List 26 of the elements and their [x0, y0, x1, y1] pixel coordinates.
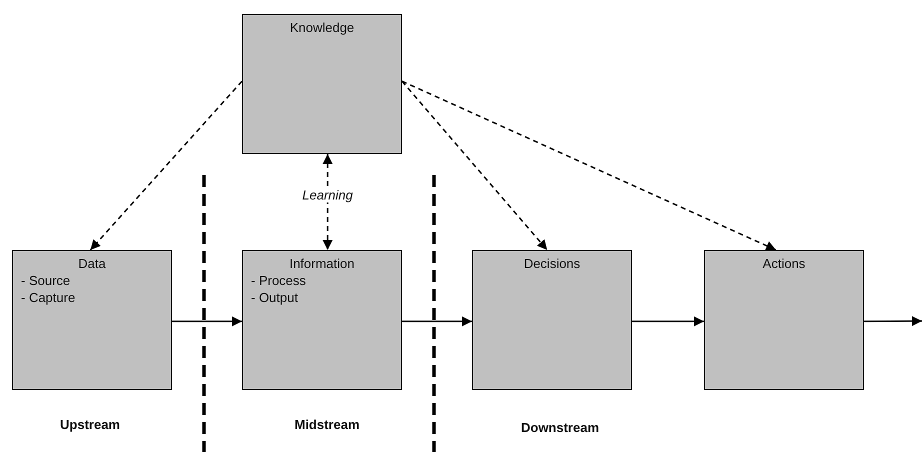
box-title: Data: [77, 255, 107, 272]
arrow: [172, 316, 242, 326]
arrow: [90, 80, 243, 250]
arrow: [632, 316, 704, 326]
list-item: - Source: [21, 272, 70, 289]
box-title: Actions: [762, 255, 806, 272]
box-title: Information: [288, 255, 356, 272]
zone-label: Downstream: [520, 420, 600, 435]
list-item: - Capture: [21, 289, 76, 306]
arrow: [402, 80, 776, 251]
arrow: [402, 316, 472, 326]
process-box: [242, 250, 402, 390]
list-item: - Process: [251, 272, 306, 289]
arrow: [864, 316, 922, 326]
box-title: Knowledge: [288, 19, 356, 36]
process-box: [12, 250, 172, 390]
zone-label: Upstream: [60, 417, 120, 432]
process-box: [242, 14, 402, 154]
box-title: Decisions: [522, 255, 582, 272]
edge-label: Learning: [301, 188, 354, 203]
zone-label: Midstream: [294, 417, 360, 432]
process-box: [472, 250, 632, 390]
list-item: - Output: [251, 289, 298, 306]
arrow: [401, 80, 548, 250]
process-box: [704, 250, 864, 390]
double-arrow: [322, 154, 333, 250]
